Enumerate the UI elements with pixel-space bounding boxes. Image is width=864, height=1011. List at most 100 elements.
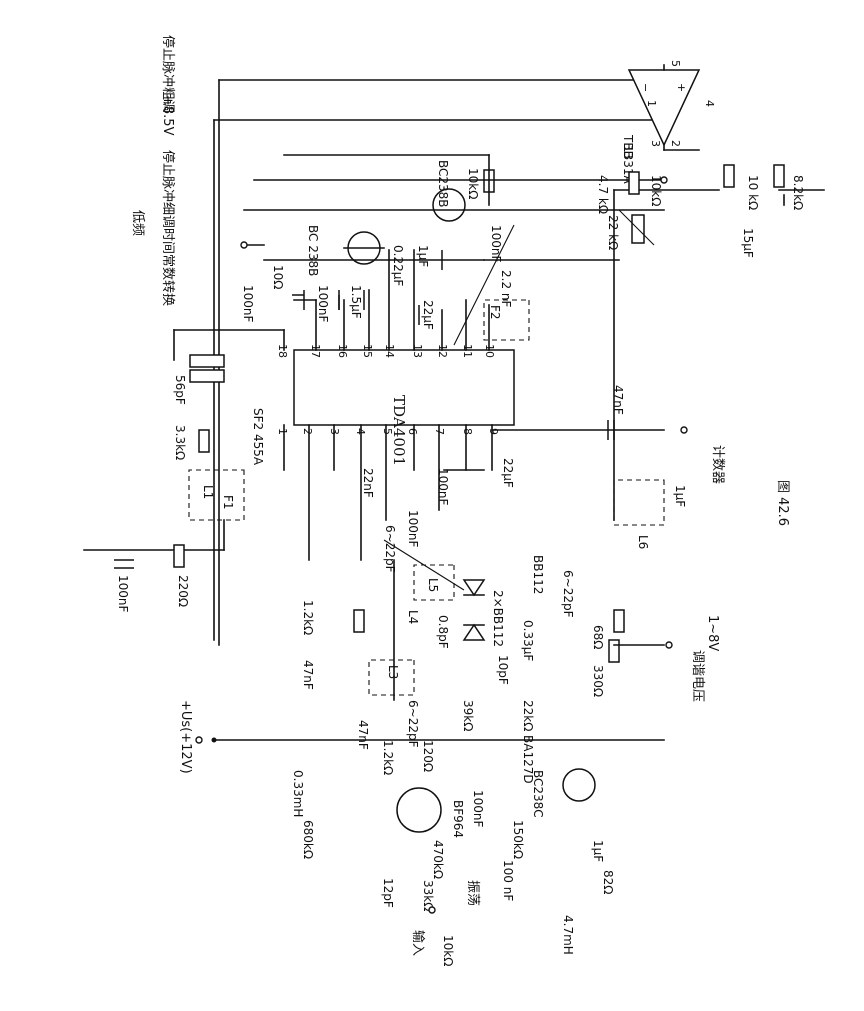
varactor-section: BB112 2×BB112 0.33μF 6~22pF 68Ω 330Ω 1~8… [462,555,720,702]
svg-text:F1: F1 [221,495,235,510]
cap-47nf-b-label: 47nF [301,660,315,690]
ic-pin-11: 11 [461,344,474,358]
inductor-l5-label: L5 [426,578,440,592]
res-22k-label: 22kΩ [521,700,535,731]
terminal-time-const[interactable] [240,241,248,249]
cap-15uf-label: 15μF [741,228,755,258]
cap-0-22uf-label: 0.22μF [391,245,405,286]
res-220-label: 220Ω [176,575,190,607]
opamp-pin-3: 3 [649,140,662,147]
cap-1uf-c-label: 1μF [591,840,605,862]
res-680k-label: 680kΩ [301,820,315,859]
inductor-033mh-label: 0.33mH [291,770,305,817]
opamp-pin-2: 2 [669,140,682,147]
cap-22uf-b-label: 22μF [501,458,515,488]
cap-100nf-f-label: 100 nF [501,860,515,901]
filter-section: SF2 455A 56pF 3.3kΩ L1 F1 100nF 220Ω [83,329,285,613]
ic-pin-6: 6 [406,428,419,435]
frontend-section: +Us(+12V) 0.33mH 680kΩ BF964 1.2kΩ 120Ω … [178,700,665,966]
time-const-label: 时间常数转换 [160,228,175,306]
cap-1uf-b-label: 1μF [673,485,687,507]
tuning-range-label: 1~8V [705,615,720,651]
ic-name: TDA4001 [390,395,408,466]
stop-pulse-fine-label: 停止脉冲细调 [160,150,176,228]
cap-0-8pf-label: 0.8pF [436,615,450,649]
diode-ba127d-label: BA127D [521,735,535,784]
pot-22k-label: 22 kΩ [606,215,620,250]
input-label: 输入 [410,930,426,956]
res-470k-label: 470kΩ [431,840,445,879]
res-1-2k-top-label: 1.2kΩ [301,600,315,635]
res-4-7k-label: 4.7 kΩ [596,175,610,214]
ic-pin-12: 12 [436,344,449,358]
cap-22uf-a-label: 22μF [421,300,435,330]
counter-section: 47nF 计数器 L6 1μF [491,385,725,549]
cap-6-22pf-a-label: 6~22pF [383,525,397,573]
top-components: 100nF 100nF 1.5μF 22μF 1μF 100nF F2 2.2 … [240,154,668,346]
cap-100nf-b-label: 100nF [316,285,330,323]
ic-pin-13: 13 [411,344,424,358]
stop-pulse-coarse-label: 停止脉冲粗调 [160,35,176,113]
filter-sf2455a-label: SF2 455A [251,408,265,466]
res-10-left-label: 10Ω [271,265,285,289]
res-10k-opamp-label: 10 kΩ [746,175,760,210]
terminal-labels: 停止脉冲粗调 +8.5V 停止脉冲细调 低频 时间常数转换 [130,35,176,306]
opamp-name: TBB [621,134,635,159]
opamp-pin-5: 5 [669,60,682,67]
plus-8-5v-label: +8.5V [160,95,175,136]
ic-pin-2: 2 [301,428,314,435]
cap-1-5uf-a-label: 1.5μF [349,285,363,319]
cap-12pf-label: 12pF [381,878,395,908]
ic-pin-17: 17 [309,344,322,358]
cap-1uf-a-label: 1μF [416,245,430,267]
cap-100nf-r-label: 100nF [489,225,503,263]
cap-56pf-label: 56pF [173,375,187,405]
low-freq-label: 低频 [130,210,145,236]
ic-pin-8: 8 [461,428,474,435]
inductor-l4-label: L4 [406,610,420,624]
res-10k-mid-label: 10kΩ [649,175,663,206]
cap-10pf-label: 10pF [496,655,510,685]
res-10k-in-label: 10kΩ [441,935,455,966]
tuning-voltage-label: 调谐电压 [690,650,705,702]
ic-tda4001: TDA4001 18 17 16 15 14 13 12 11 10 1 2 3… [276,249,515,561]
tank-section: 22nF 100nF 100nF 22μF 6~22pF L5 L4 1.2kΩ… [301,458,515,750]
transistor-bc238b-b-label: BC238B [436,160,450,208]
terminal-tuning-voltage[interactable] [665,641,673,649]
inductor-l6-label: L6 [636,535,650,549]
res-330-label: 330Ω [591,665,605,697]
res-1-2k-label: 1.2kΩ [381,740,395,775]
cap-22nf-label: 22nF [361,468,375,498]
inductor-47mh-label: 4.7mH [561,915,575,955]
diode-2xbb112-label: 2×BB112 [491,590,505,647]
res-33k-label: 33kΩ [421,880,435,911]
cap-2-2nf-label: 2.2 nF [499,270,513,308]
supply-label: +Us(+12V) [178,700,193,774]
counter-label: 计数器 [710,445,725,484]
transistor-bc238b-a-label: BC 238B [306,225,320,276]
svg-text:L1: L1 [201,485,215,499]
cap-6-22pf-c-label: 6~22pF [561,570,575,618]
ic-pin-18: 18 [276,344,289,358]
inductor-l3-label: L3 [386,665,400,679]
ic-pin-9: 9 [487,428,500,435]
terminal-stop-pulse-fine[interactable] [660,176,668,184]
ic-pin-1: 1 [276,428,289,435]
terminal-counter[interactable] [680,426,688,434]
ic-pin-15: 15 [361,344,374,358]
terminal-supply[interactable] [195,736,203,744]
diode-bb112-label: BB112 [531,555,545,594]
res-8-2k-label: 8.2kΩ [791,175,805,210]
oscillator-label: 振荡 [465,880,480,906]
terminal-input[interactable] [428,906,436,914]
ic-pin-10: 10 [483,344,496,358]
transistor-bc238c-label: BC238C [531,770,545,818]
res-120-label: 120Ω [421,740,435,772]
opamp-side: 10 kΩ 8.2kΩ 15μF 10kΩ 4.7 kΩ 22 kΩ [483,149,825,521]
transistor-bf964-label: BF964 [451,800,465,838]
ic-pin-14: 14 [383,344,396,358]
cap-47nf-label: 47nF [611,385,625,415]
opamp-tbb1331a: + − 5 1 4 2 3 TBB 1331A [621,60,716,185]
